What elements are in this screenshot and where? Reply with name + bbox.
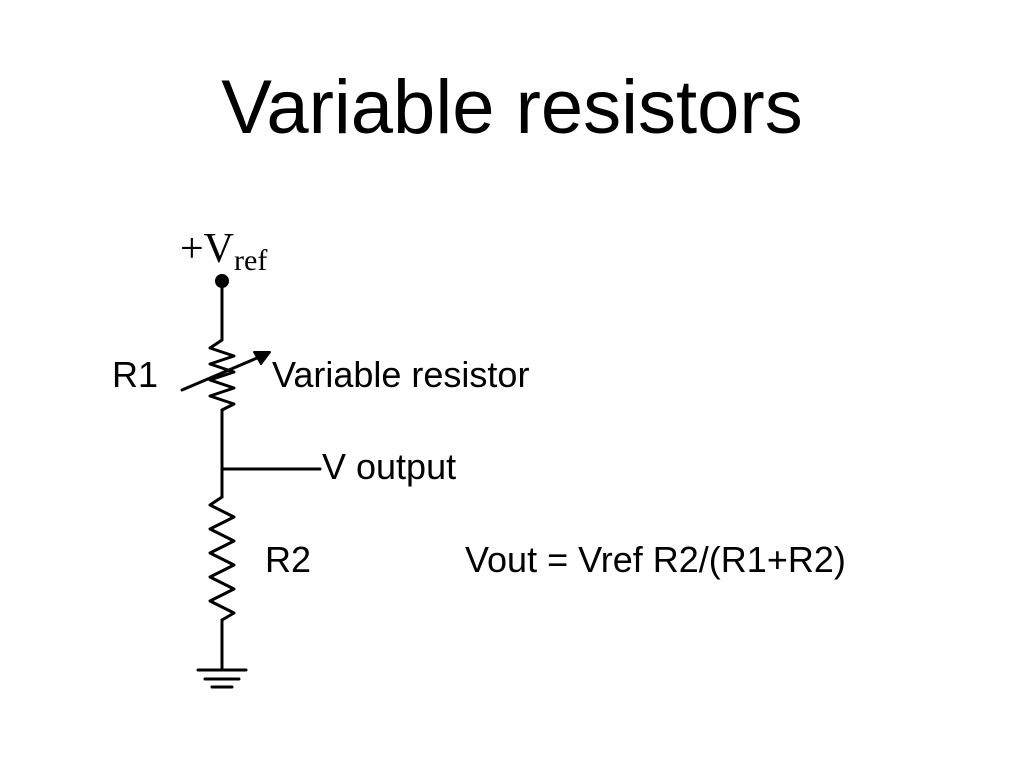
- ground-icon: [196, 668, 248, 689]
- r1-label: R1: [112, 354, 159, 395]
- r1-variable-arrowhead-icon: [253, 351, 271, 365]
- r2-resistor-icon: [208, 495, 236, 622]
- v-output-label: V output: [322, 446, 457, 487]
- formula-text: Vout = Vref R2/(R1+R2): [465, 539, 846, 580]
- r2-label: R2: [265, 539, 312, 580]
- r1-variable-arrow-shaft: [180, 353, 266, 392]
- variable-resistor-label: Variable resistor: [272, 354, 530, 395]
- vref-prefix: +V: [180, 226, 235, 272]
- slide-title: Variable resistors: [221, 65, 803, 150]
- vref-label: +Vref: [180, 226, 267, 276]
- vref-subscript: ref: [234, 244, 268, 277]
- r1-resistor-icon: [208, 338, 236, 412]
